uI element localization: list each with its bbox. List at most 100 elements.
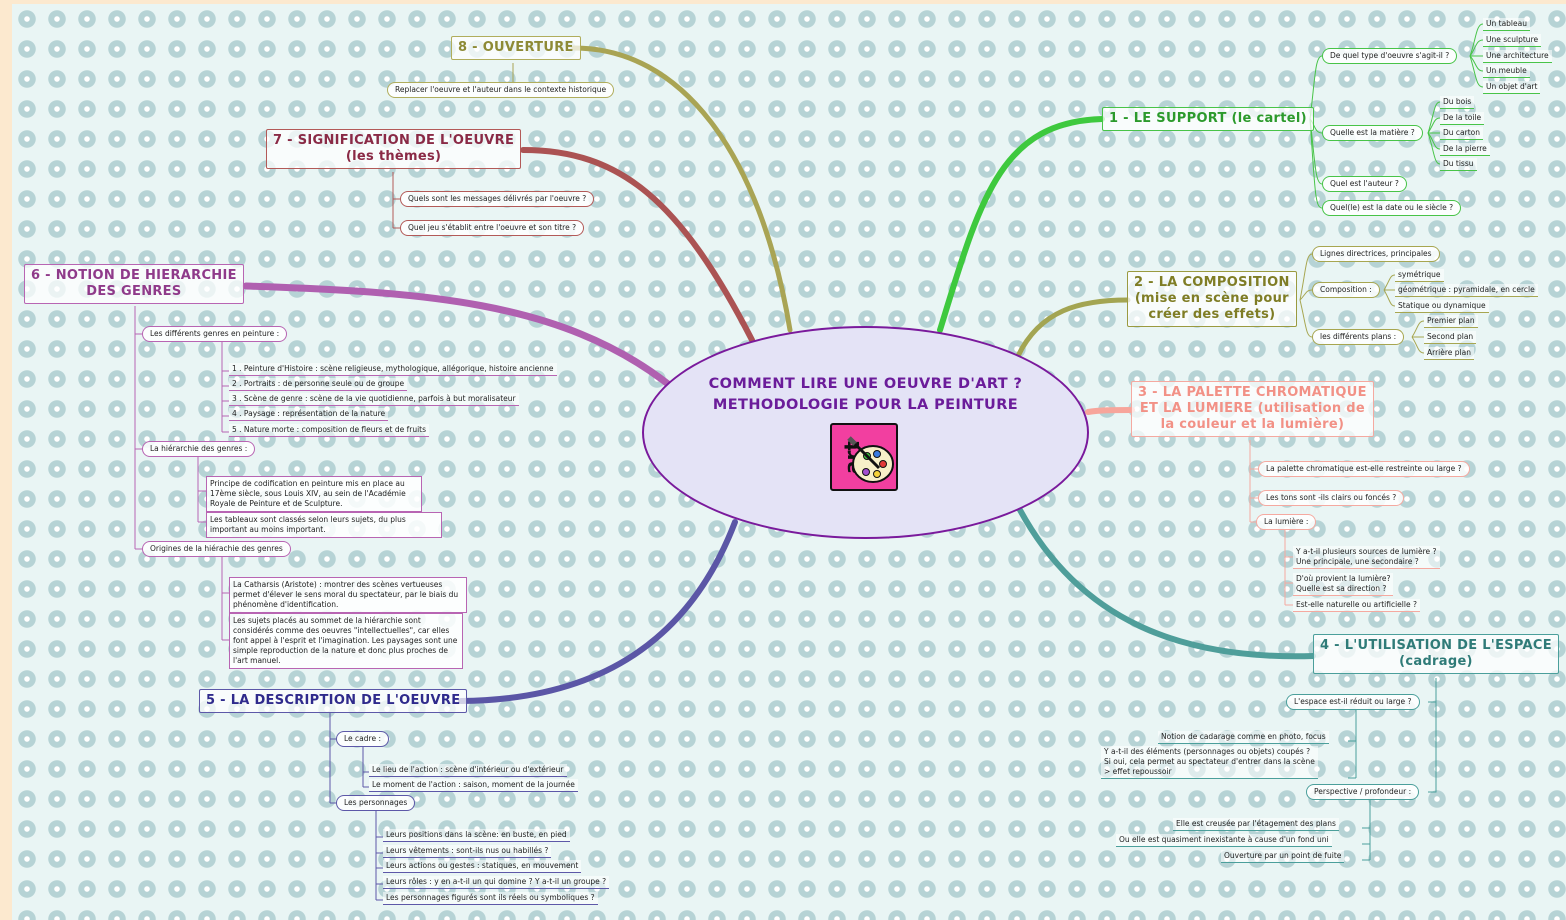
topic-hierarchie-genres[interactable]: 6 - NOTION DE HIERARCHIE DES GENRES bbox=[24, 264, 244, 304]
leaf-provenance-lumiere[interactable]: D'où provient la lumière? Quelle est sa … bbox=[1293, 573, 1394, 596]
leaf-lieu-action[interactable]: Le lieu de l'action : scène d'intérieur … bbox=[369, 764, 567, 777]
leaf-genre-histoire[interactable]: 1 . Peinture d'Histoire : scène religieu… bbox=[229, 363, 557, 376]
question-palette-restreinte[interactable]: La palette chromatique est-elle restrein… bbox=[1258, 461, 1470, 477]
subtopic-composition-label: Composition : bbox=[1320, 285, 1372, 294]
branch-line-8 bbox=[571, 45, 793, 333]
leaf-matiere-toile[interactable]: De la toile bbox=[1440, 112, 1485, 125]
window-frame-left bbox=[0, 0, 12, 920]
window-frame-top bbox=[0, 0, 1566, 4]
leaf-type-sculpture[interactable]: Une sculpture bbox=[1483, 34, 1542, 47]
leaf-contexte-historique[interactable]: Replacer l'oeuvre et l'auteur dans le co… bbox=[387, 82, 615, 98]
topic-description-oeuvre[interactable]: 5 - LA DESCRIPTION DE L'OEUVRE bbox=[199, 689, 468, 713]
question-auteur[interactable]: Quel est l'auteur ? bbox=[1322, 176, 1407, 192]
branch-line-5 bbox=[458, 519, 738, 704]
question-type-oeuvre[interactable]: De quel type d'oeuvre s'agit-il ? bbox=[1322, 48, 1458, 64]
question-date[interactable]: Quel(le) est la date ou le siècle ? bbox=[1322, 200, 1462, 216]
leaf-type-architecture[interactable]: Une architecture bbox=[1483, 50, 1552, 63]
leaf-elements-coupes[interactable]: Y a-t-il des éléments (personnages ou ob… bbox=[1101, 746, 1318, 779]
leaf-etagement-plans[interactable]: Elle est creusée par l'étagement des pla… bbox=[1173, 818, 1339, 831]
leaf-genre-portraits[interactable]: 2 . Portraits : de personne seule ou de … bbox=[229, 378, 408, 391]
subtopic-lumiere-label: La lumière : bbox=[1264, 517, 1309, 526]
leaf-matiere-carton[interactable]: Du carton bbox=[1440, 127, 1483, 140]
subtopic-origines[interactable]: Origines de la hiérachie des genres bbox=[142, 541, 291, 557]
question-matiere[interactable]: Quelle est la matière ? bbox=[1322, 125, 1423, 141]
leaf-positions[interactable]: Leurs positions dans la scène: en buste,… bbox=[383, 829, 570, 842]
leaf-sources-lumiere[interactable]: Y a-t-il plusieurs sources de lumière ? … bbox=[1293, 546, 1440, 569]
note-catharsis[interactable]: La Catharsis (Aristote) : montrer des sc… bbox=[229, 577, 467, 613]
topic-la-composition[interactable]: 2 - LA COMPOSITION (mise en scène pour c… bbox=[1127, 271, 1297, 327]
question-auteur-label: Quel est l'auteur ? bbox=[1330, 179, 1399, 188]
question-messages[interactable]: Quels sont les messages délivrés par l'o… bbox=[400, 191, 595, 207]
art-palette-icon: art bbox=[830, 423, 898, 491]
leaf-type-objet-art[interactable]: Un objet d'art bbox=[1483, 81, 1541, 94]
leaf-roles[interactable]: Leurs rôles : y en a-t-il un qui domine … bbox=[383, 876, 610, 889]
subtopic-plans-label: les différents plans : bbox=[1320, 332, 1397, 341]
topic-espace-line-1: 4 - L'UTILISATION DE L'ESPACE bbox=[1320, 638, 1552, 653]
question-messages-label: Quels sont les messages délivrés par l'o… bbox=[408, 194, 587, 203]
branch-line-1 bbox=[937, 116, 1105, 333]
subtopic-lumiere[interactable]: La lumière : bbox=[1256, 514, 1317, 530]
subtopic-perspective[interactable]: Perspective / profondeur : bbox=[1306, 784, 1420, 800]
leaf-genre-paysage[interactable]: 4 . Paysage : représentation de la natur… bbox=[229, 408, 389, 421]
topic-signification-line-1: 7 - SIGNIFICATION DE L'OEUVRE bbox=[273, 133, 515, 148]
leaf-matiere-pierre[interactable]: De la pierre bbox=[1440, 143, 1490, 156]
subtopic-plans[interactable]: les différents plans : bbox=[1312, 329, 1405, 345]
leaf-matiere-tissu[interactable]: Du tissu bbox=[1440, 158, 1477, 171]
topic-palette-line-1: 3 - LA PALETTE CHROMATIQUE bbox=[1138, 385, 1367, 400]
leaf-geometrique[interactable]: géométrique : pyramidale, en cercle bbox=[1395, 284, 1538, 297]
topic-signification-oeuvre[interactable]: 7 - SIGNIFICATION DE L'OEUVRE (les thème… bbox=[266, 129, 522, 169]
topic-ouverture[interactable]: 8 - OUVERTURE bbox=[451, 36, 581, 60]
topic-composition-line-1: 2 - LA COMPOSITION bbox=[1134, 275, 1290, 290]
topic-hierarchie-line-1: 6 - NOTION DE HIERARCHIE bbox=[31, 268, 237, 283]
subtopic-perspective-label: Perspective / profondeur : bbox=[1314, 787, 1412, 796]
question-espace-reduit[interactable]: L'espace est-il réduit ou large ? bbox=[1286, 694, 1420, 710]
leaf-sources-lumiere-line-1: Y a-t-il plusieurs sources de lumière ? bbox=[1296, 547, 1437, 556]
leaf-sources-lumiere-line-2: Une principale, une secondaire ? bbox=[1296, 557, 1419, 566]
subtopic-le-cadre[interactable]: Le cadre : bbox=[336, 731, 389, 747]
note-tableaux-classes[interactable]: Les tableaux sont classés selon leurs su… bbox=[206, 512, 442, 538]
topic-hierarchie-line-2: DES GENRES bbox=[86, 284, 182, 299]
subtopic-differents-genres[interactable]: Les différents genres en peinture : bbox=[142, 326, 288, 342]
central-topic-title: COMMENT LIRE UNE OEUVRE D'ART ? METHODOL… bbox=[642, 374, 1089, 416]
leaf-personnages-reels[interactable]: Les personnages figurés sont ils réels o… bbox=[383, 892, 598, 905]
leaf-fond-uni[interactable]: Ou elle est quasiment inexistante à caus… bbox=[1116, 834, 1332, 847]
topic-palette-line-2: ET LA LUMIERE (utilisation de bbox=[1139, 401, 1365, 416]
leaf-matiere-bois[interactable]: Du bois bbox=[1440, 96, 1475, 109]
leaf-notion-cadrage[interactable]: Notion de cadarage comme en photo, focus bbox=[1158, 731, 1329, 744]
leaf-lumiere-naturelle[interactable]: Est-elle naturelle ou artificielle ? bbox=[1293, 599, 1420, 612]
leaf-type-tableau[interactable]: Un tableau bbox=[1483, 18, 1530, 31]
question-jeu-titre[interactable]: Quel jeu s'établit entre l'oeuvre et son… bbox=[400, 220, 585, 236]
note-sujets-sommet[interactable]: Les sujets placés au sommet de la hiérar… bbox=[229, 613, 463, 669]
note-principe-codification[interactable]: Principe de codification en peinture mis… bbox=[206, 476, 422, 512]
leaf-vetements[interactable]: Leurs vêtements : sont-ils nus ou habill… bbox=[383, 845, 552, 858]
leaf-arriere-plan[interactable]: Arrière plan bbox=[1424, 347, 1474, 360]
leaf-actions-gestes[interactable]: Leurs actions ou gestes : statiques, en … bbox=[383, 860, 582, 873]
subtopic-composition[interactable]: Composition : bbox=[1312, 282, 1380, 298]
leaf-type-meuble[interactable]: Un meuble bbox=[1483, 65, 1530, 78]
leaf-statique-dynamique[interactable]: Statique ou dynamique bbox=[1395, 300, 1489, 313]
subtopic-personnages[interactable]: Les personnages bbox=[336, 795, 416, 811]
leaf-moment-action[interactable]: Le moment de l'action : saison, moment d… bbox=[369, 779, 578, 792]
leaf-provenance-lumiere-line-1: D'où provient la lumière? bbox=[1296, 574, 1391, 583]
leaf-symetrique[interactable]: symétrique bbox=[1395, 269, 1444, 282]
leaf-genre-scene[interactable]: 3 . Scène de genre : scène de la vie quo… bbox=[229, 393, 519, 406]
topic-espace-line-2: (cadrage) bbox=[1399, 654, 1473, 669]
leaf-elements-coupes-line-2: Si oui, cela permet au spectateur d'entr… bbox=[1104, 757, 1315, 766]
leaf-contexte-historique-label: Replacer l'oeuvre et l'auteur dans le co… bbox=[395, 85, 607, 94]
topic-ouverture-label: 8 - OUVERTURE bbox=[458, 40, 574, 55]
leaf-point-de-fuite[interactable]: Ouverture par un point de fuite bbox=[1221, 850, 1345, 863]
leaf-second-plan[interactable]: Second plan bbox=[1424, 331, 1477, 344]
leaf-premier-plan[interactable]: Premier plan bbox=[1424, 315, 1478, 328]
leaf-genre-nature-morte[interactable]: 5 . Nature morte : composition de fleurs… bbox=[229, 424, 430, 437]
topic-composition-line-3: créer des effets) bbox=[1148, 307, 1276, 322]
topic-le-support[interactable]: 1 - LE SUPPORT (le cartel) bbox=[1102, 107, 1314, 131]
subtopic-hierarchie[interactable]: La hiérarchie des genres : bbox=[142, 441, 256, 457]
question-tons-clairs[interactable]: Les tons sont -ils clairs ou foncés ? bbox=[1258, 490, 1405, 506]
topic-utilisation-espace[interactable]: 4 - L'UTILISATION DE L'ESPACE (cadrage) bbox=[1313, 634, 1559, 674]
topic-composition-line-2: (mise en scène pour bbox=[1134, 291, 1289, 306]
topic-le-support-label: 1 - LE SUPPORT (le cartel) bbox=[1109, 111, 1307, 126]
leaf-lignes-directrices[interactable]: Lignes directrices, principales bbox=[1312, 246, 1440, 262]
branch-line-3 bbox=[1085, 407, 1135, 415]
topic-palette-chromatique[interactable]: 3 - LA PALETTE CHROMATIQUE ET LA LUMIERE… bbox=[1131, 381, 1374, 437]
